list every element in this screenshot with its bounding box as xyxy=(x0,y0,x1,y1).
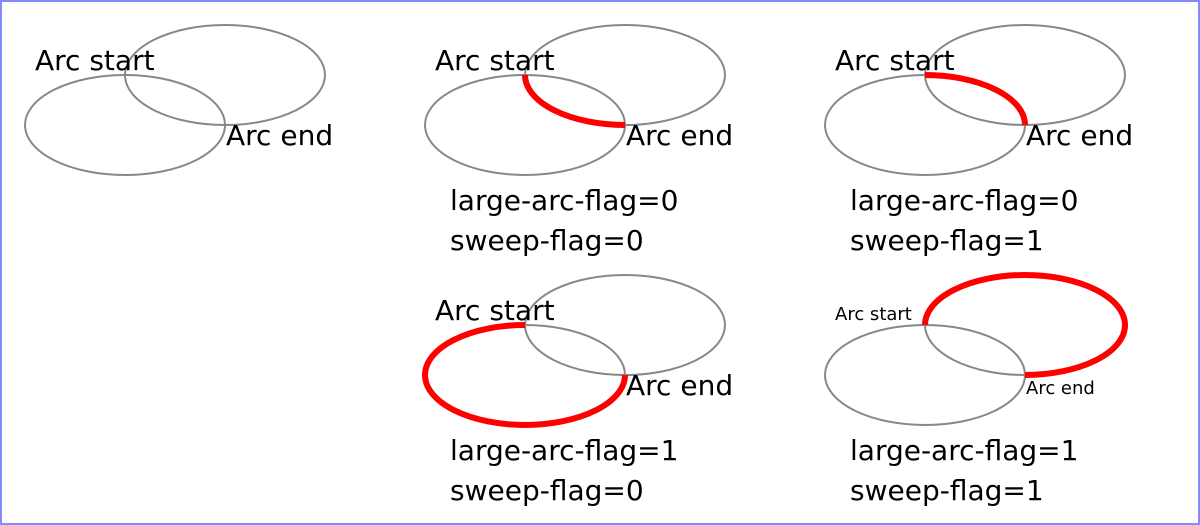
panel-large0-sweep1: Arc start Arc end large-arc-flag=0 sweep… xyxy=(824,24,1133,257)
arc-start-label: Arc start xyxy=(435,294,555,327)
panel-base: Arc start Arc end xyxy=(24,24,333,176)
panel-large0-sweep0: Arc start Arc end large-arc-flag=0 sweep… xyxy=(424,24,733,257)
arc-end-label: Arc end xyxy=(226,119,333,152)
highlighted-arc xyxy=(924,72,1028,126)
panel-large1-sweep0: Arc start Arc end large-arc-flag=1 sweep… xyxy=(422,274,733,507)
large-arc-flag-text: large-arc-flag=0 xyxy=(850,184,1078,217)
arc-start-label: Arc start xyxy=(835,44,955,77)
sweep-flag-text: sweep-flag=0 xyxy=(450,474,644,507)
large-arc-flag-text: large-arc-flag=1 xyxy=(850,434,1078,467)
highlighted-arc xyxy=(522,74,626,128)
large-arc-flag-text: large-arc-flag=0 xyxy=(450,184,678,217)
highlighted-arc xyxy=(922,272,1128,378)
sweep-flag-text: sweep-flag=1 xyxy=(850,224,1044,257)
arc-end-label: Arc end xyxy=(1026,119,1133,152)
highlighted-arc xyxy=(422,322,628,428)
panel-large1-sweep1: Arc start Arc end large-arc-flag=1 sweep… xyxy=(824,272,1128,507)
arc-end-label: Arc end xyxy=(626,369,733,402)
ellipse-right xyxy=(124,24,326,126)
arc-start-label: Arc start xyxy=(835,304,912,325)
arc-start-label: Arc start xyxy=(35,44,155,77)
sweep-flag-text: sweep-flag=1 xyxy=(850,474,1044,507)
arc-end-label: Arc end xyxy=(626,119,733,152)
large-arc-flag-text: large-arc-flag=1 xyxy=(450,434,678,467)
sweep-flag-text: sweep-flag=0 xyxy=(450,224,644,257)
arc-end-label: Arc end xyxy=(1026,378,1095,399)
arc-start-label: Arc start xyxy=(435,44,555,77)
